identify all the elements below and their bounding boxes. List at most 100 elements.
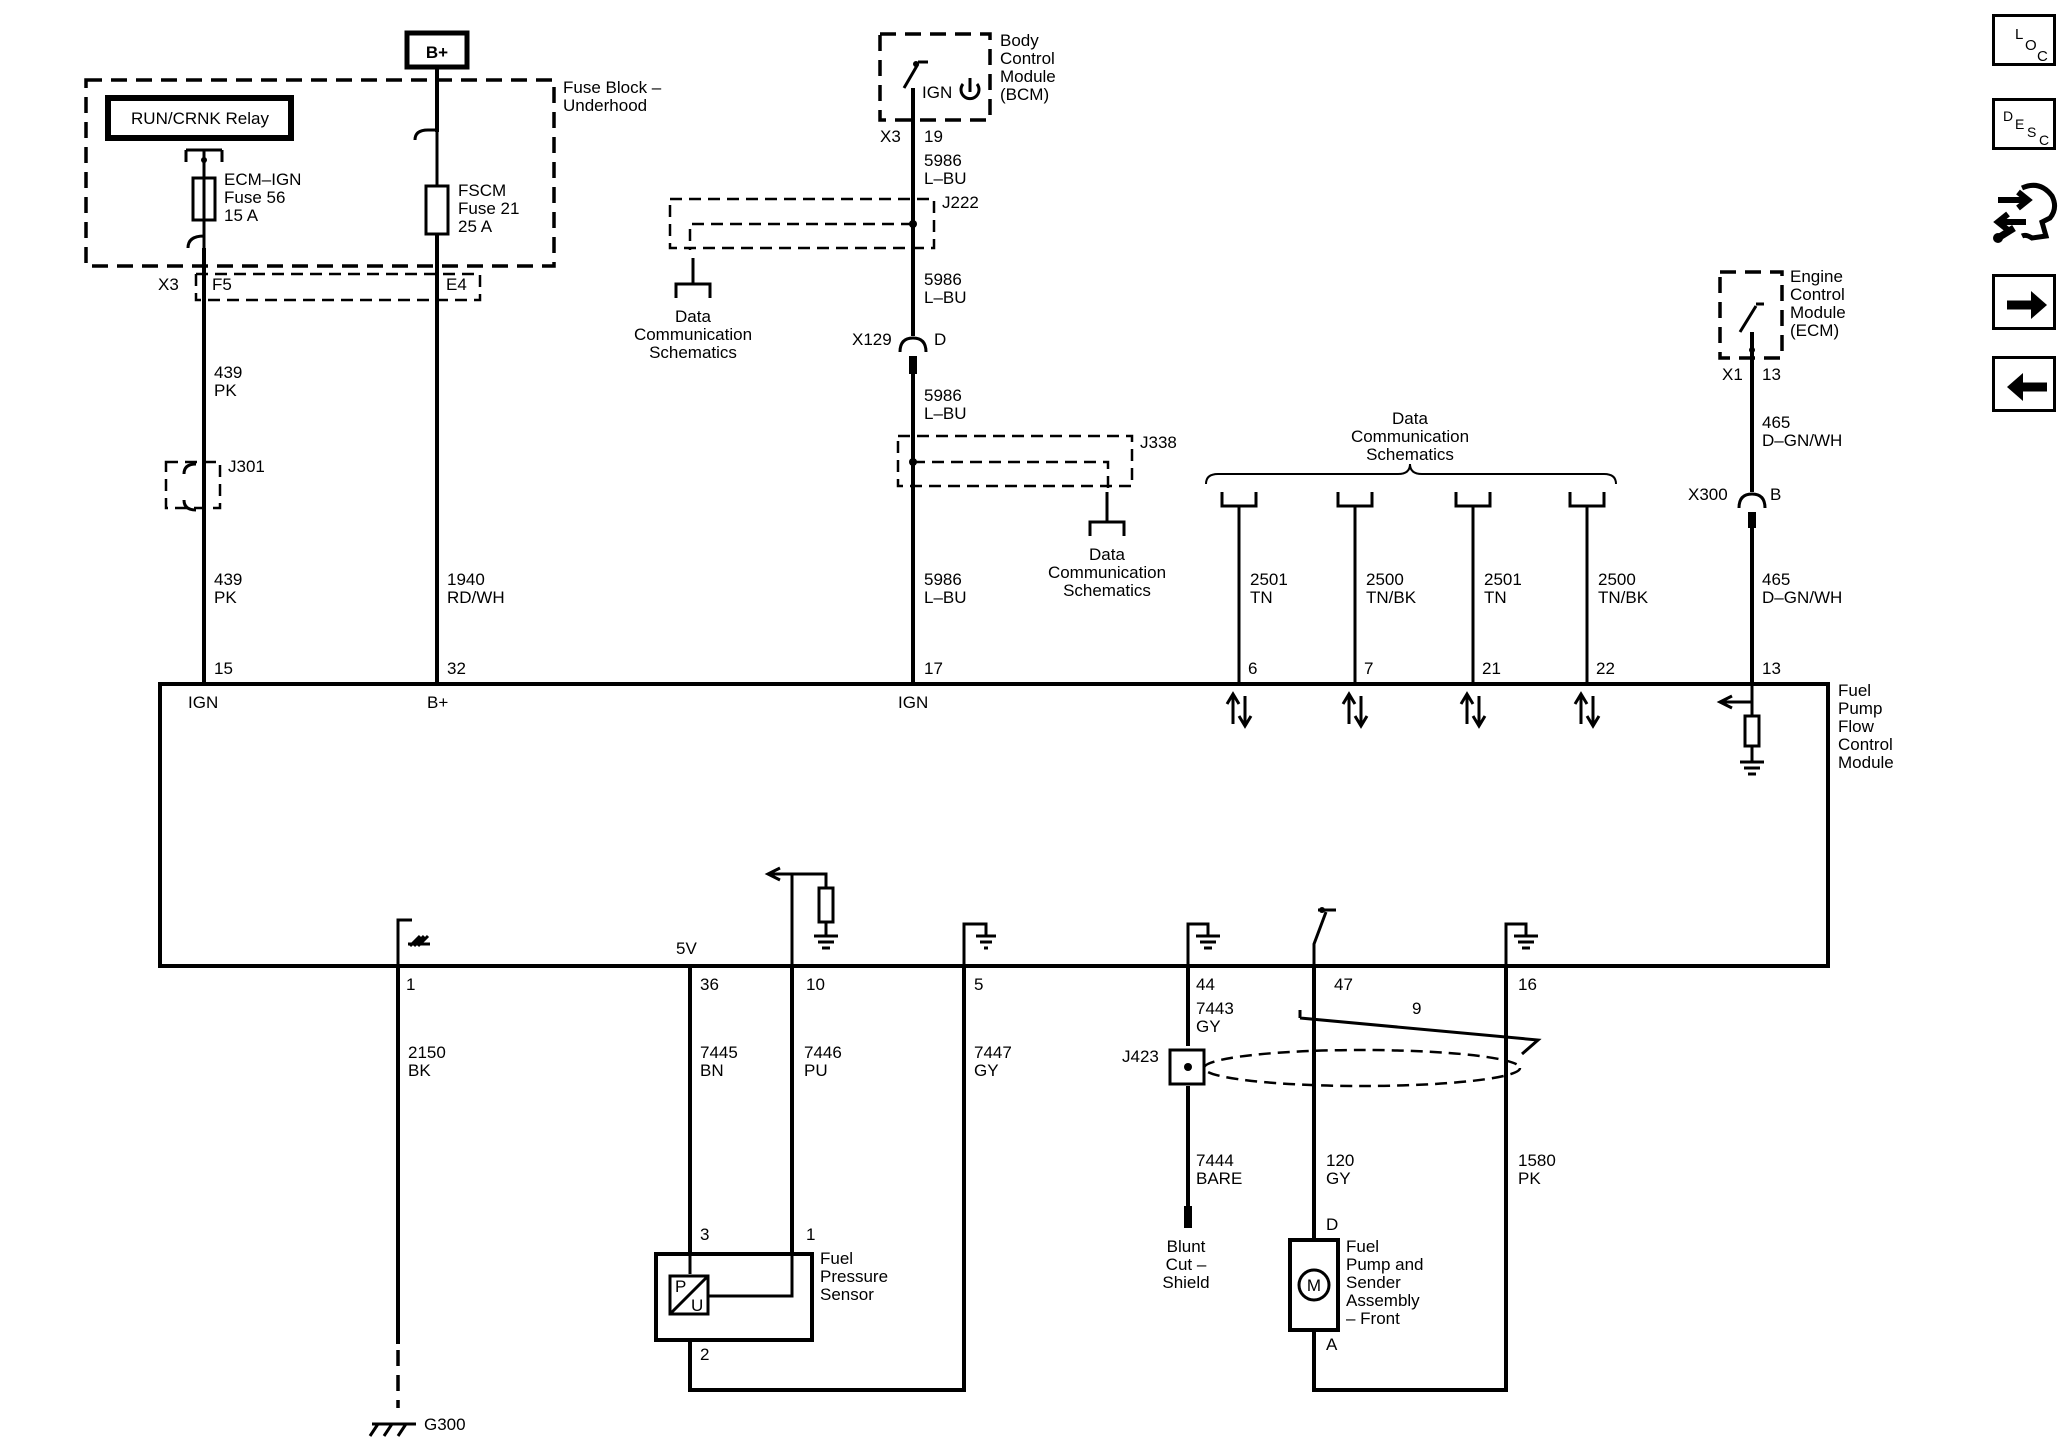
wire-120-color: GY [1326,1169,1351,1188]
fuse-21-icon [424,184,450,236]
module-name-2: Pump [1838,699,1882,718]
pin-47: 47 [1334,975,1353,994]
ecm-name-2: Control [1790,285,1845,304]
wire-439-color-a: PK [214,381,237,400]
blunt-cut-2: Cut – [1166,1255,1207,1274]
sensor-name-1: Fuel [820,1249,853,1268]
data-arrows [1225,691,1601,729]
module-name-5: Module [1838,753,1894,772]
data-comm-1-l1: Data [675,307,711,326]
bcm-outline [878,32,992,122]
previous-page-button[interactable] [1992,356,2056,412]
module-name-3: Flow [1838,717,1875,736]
x300-connector-icon [1737,492,1767,509]
data-comm-1-l2: Communication [634,325,752,344]
b-plus-label-module: B+ [427,693,448,712]
motor-icon [1297,1268,1331,1302]
wire-5986-num-d: 5986 [924,570,962,589]
wire-2500-num-a: 2500 [1366,570,1404,589]
wire-2501-color-a: TN [1250,588,1273,607]
wire-2150-num: 2150 [408,1043,446,1062]
pump-name-5: – Front [1346,1309,1400,1328]
fuse-56-label-3: 15 A [224,206,259,225]
wire-439-color-b: PK [214,588,237,607]
x129-label: X129 [852,330,892,349]
ecm-input-arrow [1716,684,1754,710]
bcm-ign-label: IGN [922,83,952,102]
data-comm-2-l2: Communication [1048,563,1166,582]
shield-ground-icon [1186,922,1220,966]
fuse-56-label-1: ECM–IGN [224,170,301,189]
wire-439-num-a: 439 [214,363,242,382]
wire-1940-color: RD/WH [447,588,505,607]
data-bus-connectors [1220,492,1606,684]
sensor-name-2: Pressure [820,1267,888,1286]
wire-7446-num: 7446 [804,1043,842,1062]
desc-button[interactable]: D E S C [1992,98,2056,150]
data-comm-3-l3: Schematics [1366,445,1454,464]
fuse-21-label-1: FSCM [458,181,506,200]
ecm-name-1: Engine [1790,267,1843,286]
pin-22: 22 [1596,659,1615,678]
wire-7443-num: 7443 [1196,999,1234,1018]
wire-439-num-b: 439 [214,570,242,589]
twist-bracket [1298,1010,1542,1056]
bcm-name-2: Control [1000,49,1055,68]
desc-s: S [2027,124,2036,140]
sensor-pin-2: 2 [700,1345,709,1364]
pump-pin-d: D [1326,1215,1338,1234]
x129-connector-icon [898,336,928,353]
bcm-name-4: (BCM) [1000,85,1049,104]
wire-465-num-a: 465 [1762,413,1790,432]
j222-label: J222 [942,193,979,212]
wire-465-num-b: 465 [1762,570,1790,589]
fuse-block-label-1: Fuse Block – [563,78,662,97]
diagnostic-tool-icon [1993,182,2058,243]
wire-5986-num-b: 5986 [924,270,962,289]
pump-ground-icon [1504,922,1538,966]
loc-o: O [2025,37,2037,54]
module-name-1: Fuel [1838,681,1871,700]
j222-splice [668,197,936,250]
b-plus-label: B+ [426,43,448,62]
loc-button[interactable]: L O C [1992,14,2056,66]
wire-1940-num: 1940 [447,570,485,589]
arrow-left-icon [2007,373,2047,401]
wiring-schematic: B+ Fuse Block – Underhood RUN/CRNK Relay… [84,30,1894,1437]
fuse-21-label-3: 25 A [458,217,493,236]
wire-120-1580 [1312,966,1508,1392]
wire-5986-color-c: L–BU [924,404,967,423]
pump-control-switch-icon [1312,908,1336,966]
wire-465-color-b: D–GN/WH [1762,588,1842,607]
pin-16: 16 [1518,975,1537,994]
pulldown-resistor [1743,714,1761,748]
x300-label: X300 [1688,485,1728,504]
ecm-conn-label: X1 [1722,365,1743,384]
loc-c: C [2037,48,2048,65]
power-icon [959,78,981,101]
bcm-switch-icon [902,60,928,89]
next-page-button[interactable] [1992,274,2056,330]
j301-label: J301 [228,457,265,476]
ign-label-a: IGN [188,693,218,712]
wire-2500-num-b: 2500 [1598,570,1636,589]
diagnostic-tool-button[interactable] [1992,178,2060,248]
bcm-conn-label: X3 [880,127,901,146]
j301-splice [164,460,222,510]
ecm-switch-icon [1738,302,1764,333]
data-comm-3-l2: Communication [1351,427,1469,446]
bcm-name-3: Module [1000,67,1056,86]
wire-465-color-a: D–GN/WH [1762,431,1842,450]
bcm-pin-label: 19 [924,127,943,146]
wire-5986-color-b: L–BU [924,288,967,307]
wire-7444-num: 7444 [1196,1151,1234,1170]
shield-ellipse [1202,1048,1522,1088]
sensor-pin-1: 1 [806,1225,815,1244]
pin-6: 6 [1248,659,1257,678]
pin-36: 36 [700,975,719,994]
pin-32: 32 [447,659,466,678]
loc-l: L [2015,26,2023,43]
wire-7445-color: BN [700,1061,724,1080]
j338-splice [896,434,1134,488]
pin-15: 15 [214,659,233,678]
